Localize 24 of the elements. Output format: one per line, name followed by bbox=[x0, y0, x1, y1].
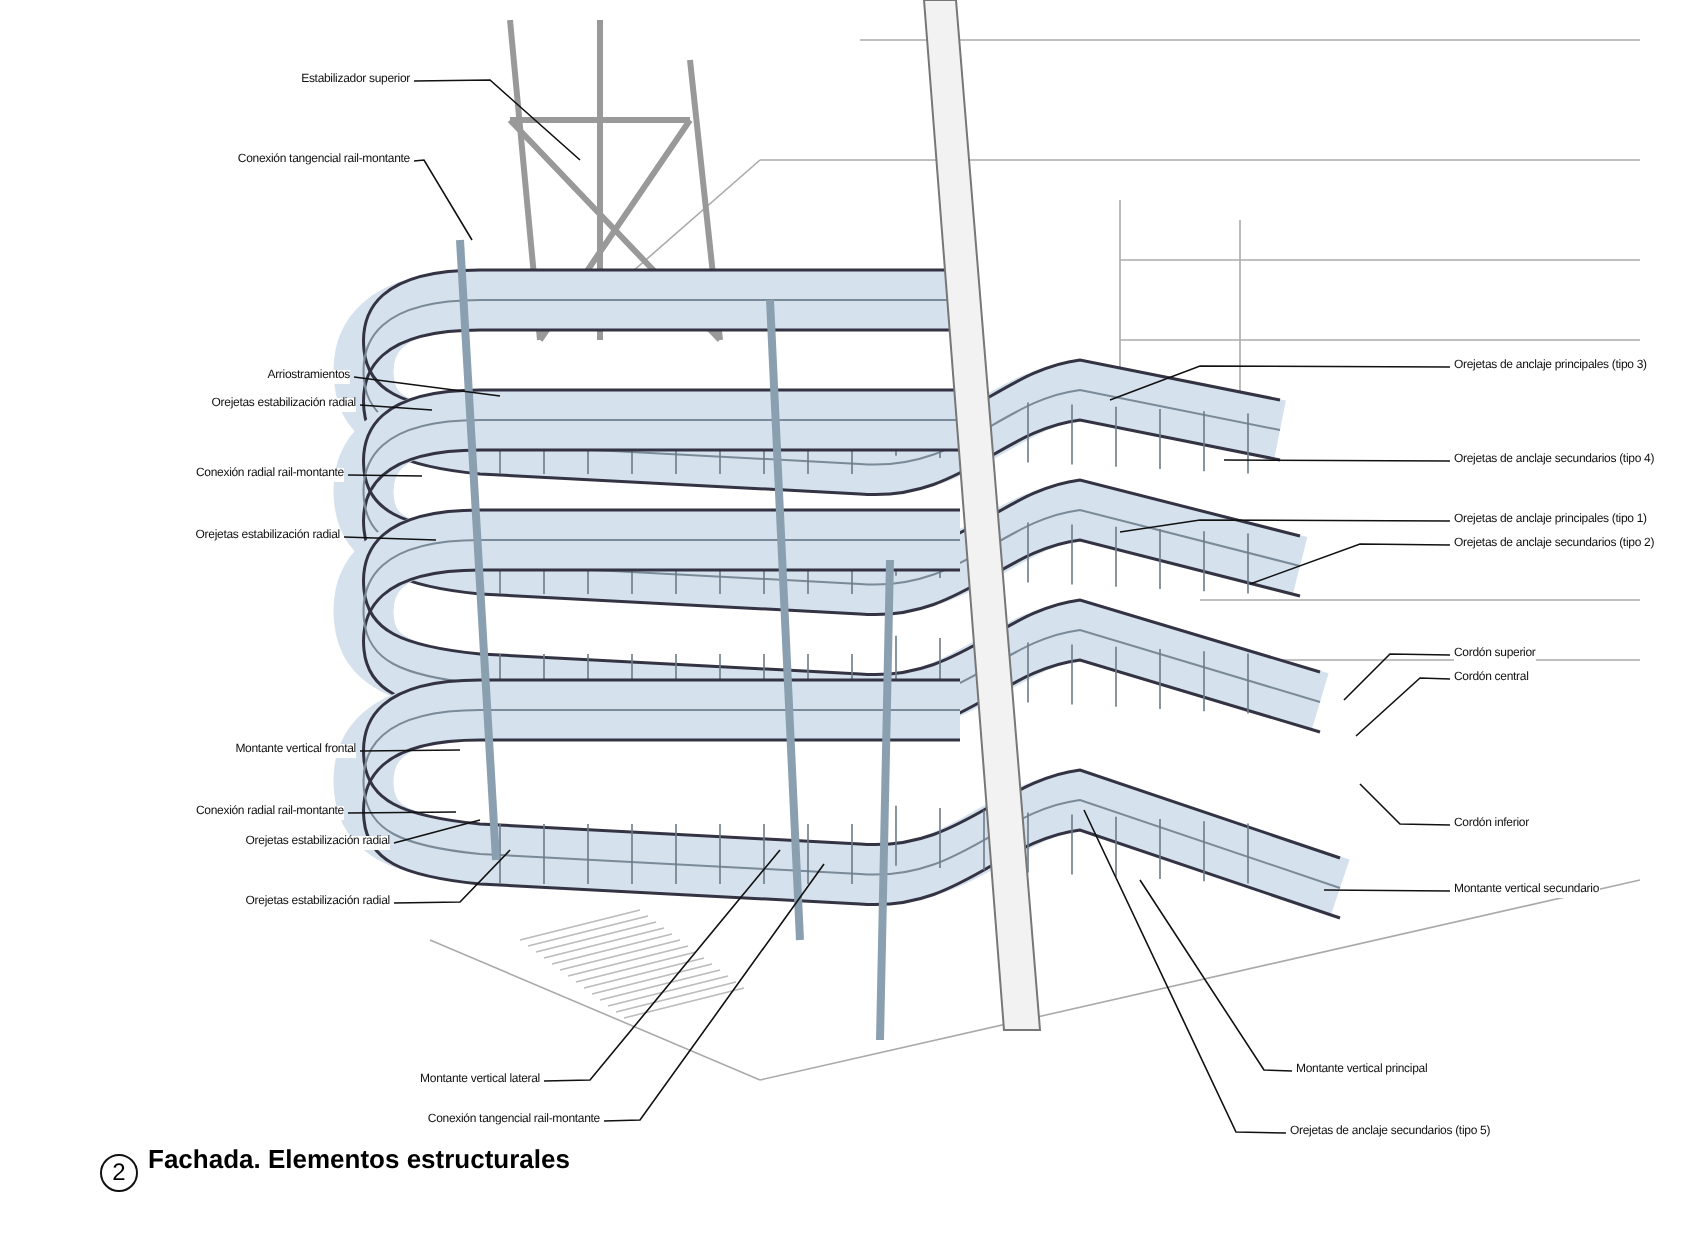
drawing-title: Fachada. Elementos estructurales bbox=[148, 1144, 570, 1174]
leader-line bbox=[413, 79, 581, 161]
leader-line bbox=[543, 849, 781, 1082]
leader-line bbox=[1249, 543, 1451, 585]
leader-line bbox=[1139, 879, 1293, 1072]
leader-line bbox=[1359, 783, 1451, 826]
leader-line bbox=[1223, 459, 1451, 462]
leader-line bbox=[1323, 889, 1451, 892]
callout-number: 2 bbox=[100, 1154, 138, 1192]
leader-line bbox=[359, 749, 461, 752]
leader-line bbox=[347, 811, 457, 814]
leader-line bbox=[1109, 365, 1451, 401]
leader-line bbox=[343, 536, 437, 541]
leader-line bbox=[347, 474, 423, 477]
leader-line bbox=[393, 819, 481, 844]
leader-line bbox=[1343, 653, 1451, 701]
leader-line bbox=[1119, 519, 1451, 533]
leader-line bbox=[359, 404, 433, 411]
leader-line bbox=[1355, 677, 1451, 737]
leader-line bbox=[353, 376, 501, 397]
leader-line bbox=[603, 863, 825, 1122]
leader-line bbox=[393, 849, 511, 904]
leader-line bbox=[413, 159, 473, 241]
leader-line bbox=[1083, 809, 1287, 1134]
